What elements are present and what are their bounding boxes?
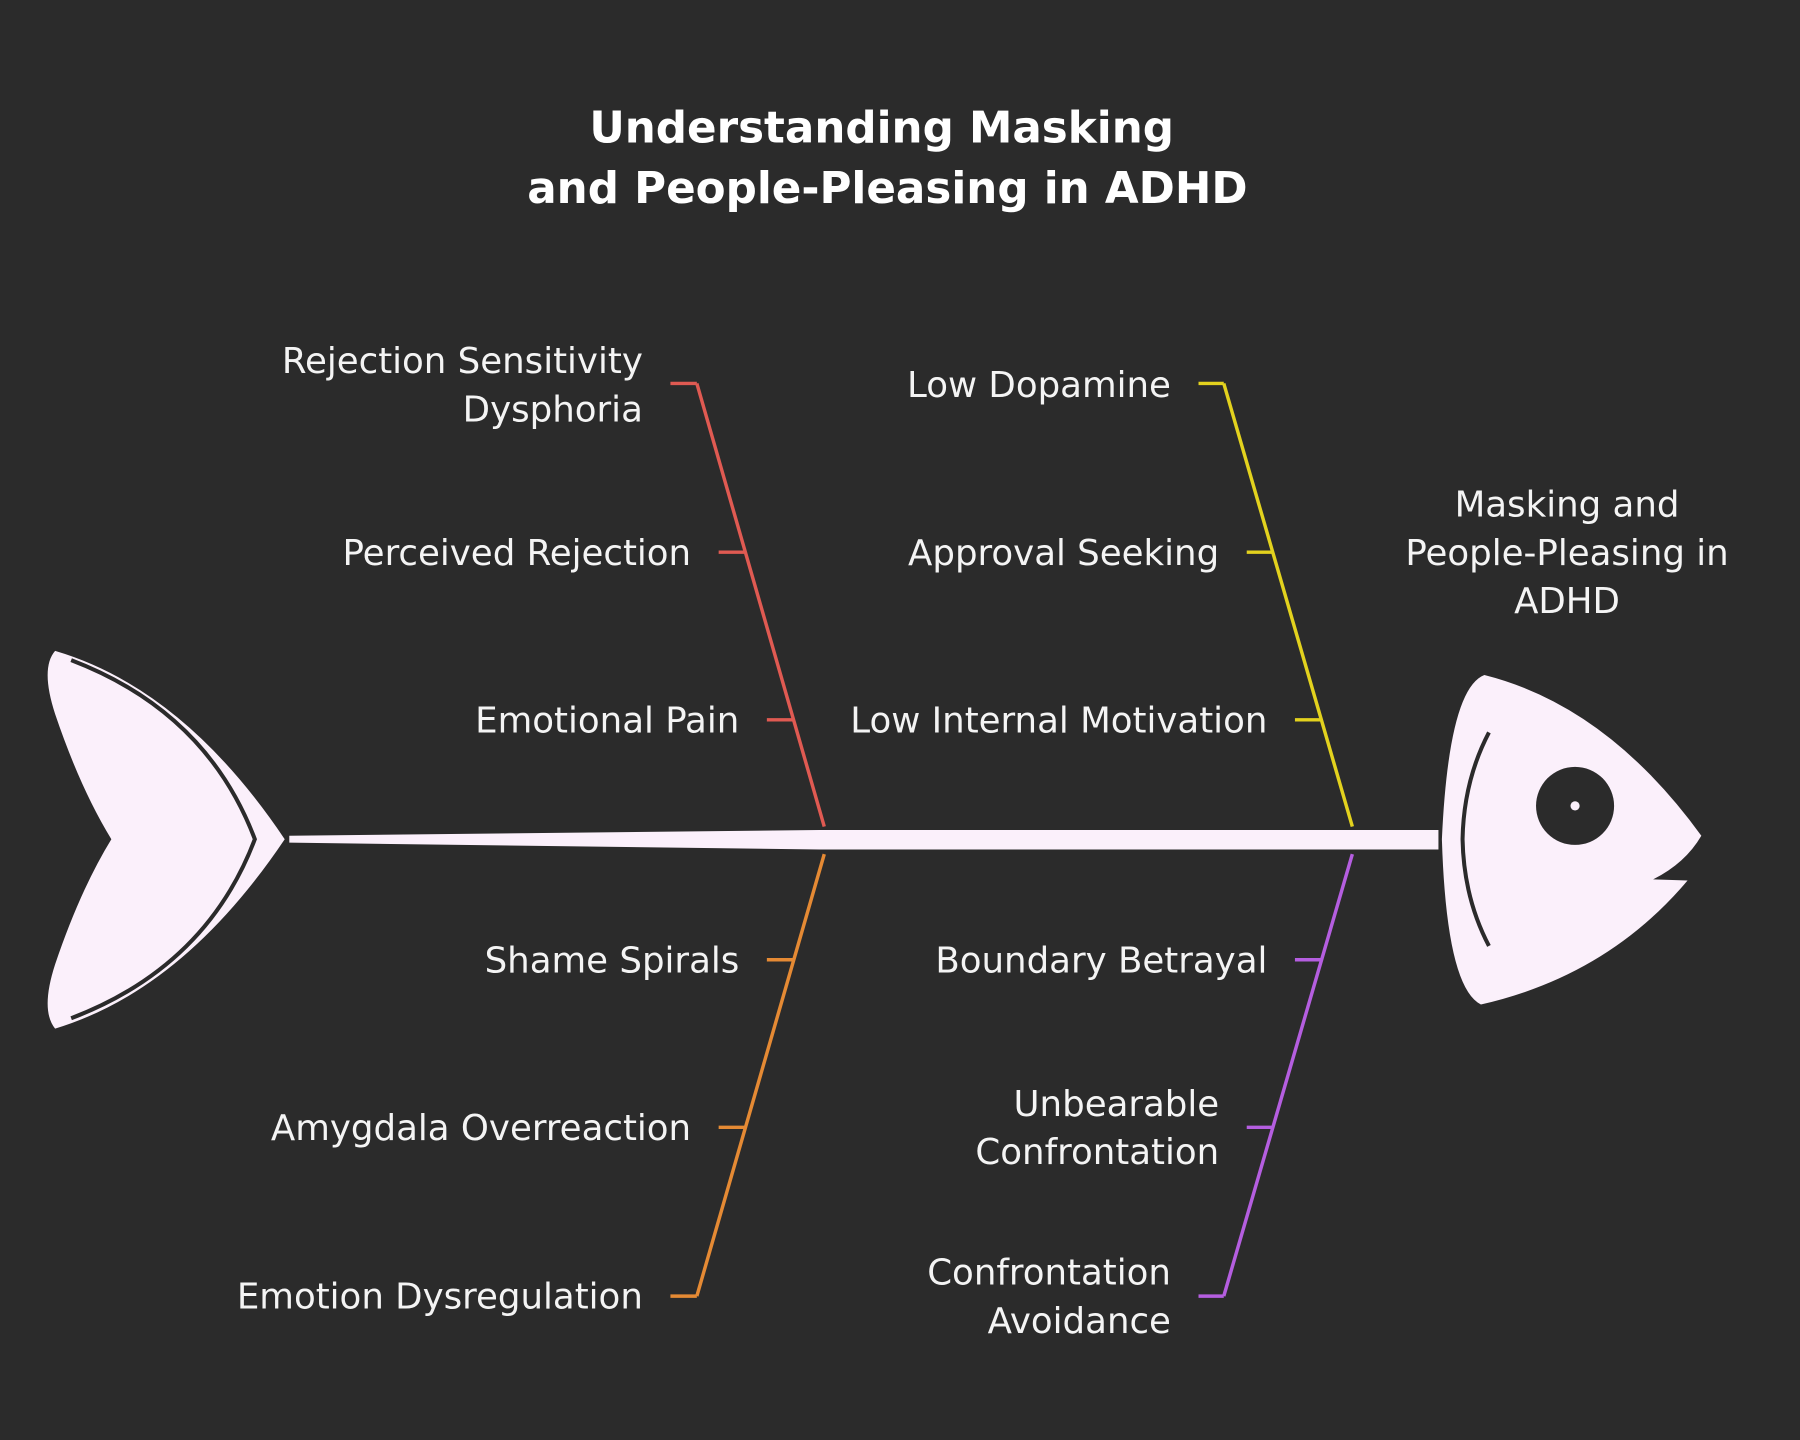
- fish-tail-outline: [70, 658, 258, 1021]
- branch-bottom-left: Shame Spirals Amygdala Overreaction Emot…: [237, 853, 826, 1318]
- cause-label-approval-seeking: Approval Seeking: [908, 533, 1219, 574]
- cause-label-unbearable: Unbearable: [1014, 1084, 1220, 1125]
- cause-label-emotional-pain: Emotional Pain: [475, 700, 739, 741]
- branch-top-left-bone: [695, 382, 826, 828]
- branch-top-right: Low Dopamine Approval Seeking Low Intern…: [850, 365, 1354, 828]
- cause-label-rejection-sensitivity: Rejection Sensitivity: [282, 341, 643, 382]
- cause-label-perceived-rejection: Perceived Rejection: [343, 533, 692, 574]
- fish-gill-line: [1460, 731, 1491, 947]
- cause-label-emotion-dysregulation: Emotion Dysregulation: [237, 1277, 643, 1318]
- fish-tail-shape: [47, 650, 285, 1029]
- cause-label-shame-spirals: Shame Spirals: [485, 940, 740, 981]
- cause-label-confrontation-2: Confrontation: [927, 1253, 1171, 1294]
- fish-spine: [289, 830, 1439, 850]
- title-line-1: Understanding Masking: [589, 103, 1174, 153]
- cause-label-amygdala-overreaction: Amygdala Overreaction: [271, 1108, 691, 1149]
- cause-label-boundary-betrayal: Boundary Betrayal: [935, 940, 1267, 981]
- branch-bottom-right-bone: [1222, 853, 1354, 1297]
- branch-top-right-bone: [1222, 382, 1354, 828]
- effect-label-line-2: People-Pleasing in: [1405, 533, 1728, 574]
- fish-tail: [47, 650, 285, 1029]
- branch-bottom-left-bone: [695, 853, 826, 1297]
- cause-label-avoidance: Avoidance: [988, 1301, 1171, 1342]
- fish-head: [1441, 675, 1702, 1005]
- effect-label: Masking and People-Pleasing in ADHD: [1405, 485, 1728, 622]
- title-line-2: and People-Pleasing in ADHD: [527, 164, 1247, 214]
- branch-bottom-right: Boundary Betrayal Unbearable Confrontati…: [927, 853, 1354, 1342]
- cause-label-low-internal-motivation: Low Internal Motivation: [850, 700, 1267, 741]
- cause-label-dysphoria: Dysphoria: [463, 389, 643, 430]
- cause-label-low-dopamine: Low Dopamine: [907, 365, 1171, 406]
- branch-top-left: Rejection Sensitivity Dysphoria Perceive…: [282, 341, 826, 828]
- effect-label-line-1: Masking and: [1455, 485, 1680, 526]
- fish-eye-pupil: [1570, 801, 1580, 811]
- cause-label-confrontation: Confrontation: [975, 1132, 1219, 1173]
- effect-label-line-3: ADHD: [1514, 581, 1620, 622]
